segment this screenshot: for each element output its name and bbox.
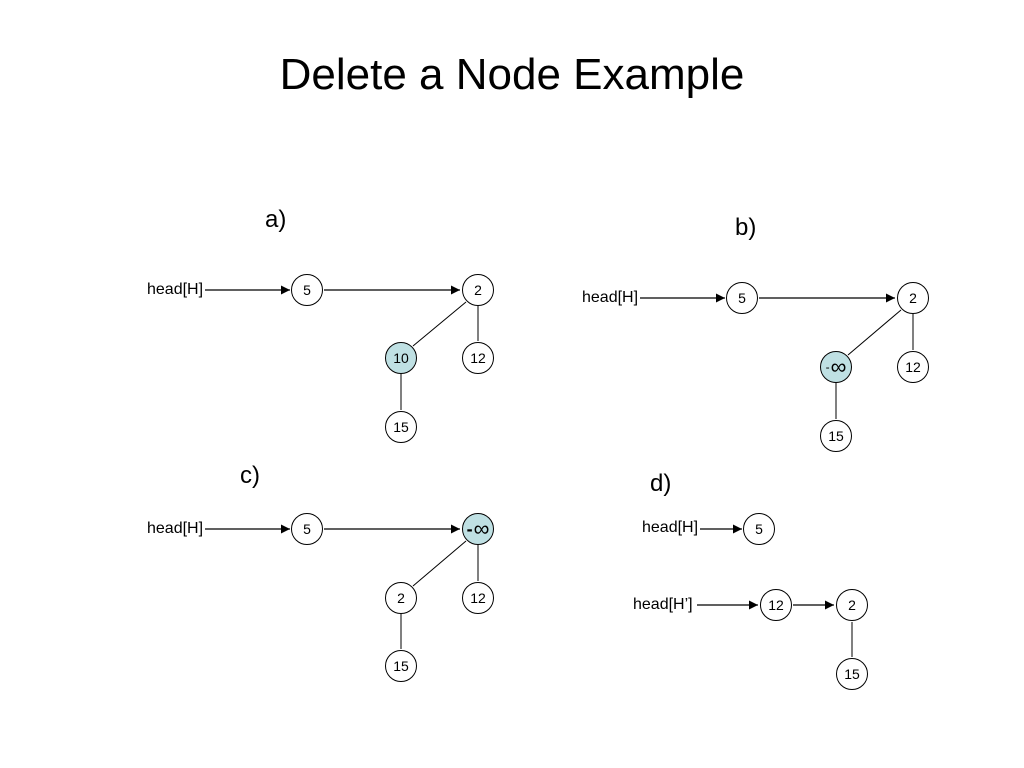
node-key: 2 xyxy=(474,282,482,298)
node-key: 5 xyxy=(755,521,763,537)
node-key: 12 xyxy=(905,359,921,375)
a-edge-2-10 xyxy=(412,301,467,347)
node-key: 12 xyxy=(470,590,486,606)
node-key: 15 xyxy=(393,658,409,674)
panel-c-node-neg-infinity-highlighted: -∞ xyxy=(462,513,494,545)
panel-b-node-15: 15 xyxy=(820,420,852,452)
panel-a-node-5: 5 xyxy=(291,274,323,306)
panel-d-head-label: head[H] xyxy=(642,519,699,536)
panel-b-head-label: head[H] xyxy=(582,289,639,306)
node-key: 10 xyxy=(393,350,409,366)
node-key: 2 xyxy=(397,590,405,606)
node-key: 15 xyxy=(393,419,409,435)
panel-c-node-5: 5 xyxy=(291,513,323,545)
infinity-symbol: ∞ xyxy=(473,516,490,541)
panel-c-node-2: 2 xyxy=(385,582,417,614)
panel-d-head-prime-label: head[H’] xyxy=(633,596,693,613)
panel-d-node-5: 5 xyxy=(743,513,775,545)
panel-b-node-12: 12 xyxy=(897,351,929,383)
node-key: 15 xyxy=(828,428,844,444)
minus-sign: - xyxy=(466,518,473,539)
c-edge-inf-2 xyxy=(412,540,467,587)
panel-a-node-10-highlighted: 10 xyxy=(385,342,417,374)
panel-a-node-15: 15 xyxy=(385,411,417,443)
panel-b-node-neg-infinity-highlighted: -∞ xyxy=(820,351,852,383)
node-key: 2 xyxy=(909,290,917,306)
panel-d-node-2: 2 xyxy=(836,589,868,621)
panel-d-node-12: 12 xyxy=(760,589,792,621)
slide-title: Delete a Node Example xyxy=(279,50,745,99)
panel-c-label: c) xyxy=(240,462,260,489)
panel-b-node-5: 5 xyxy=(726,282,758,314)
node-key: 2 xyxy=(848,597,856,613)
node-key: 5 xyxy=(738,290,746,306)
minus-sign: - xyxy=(825,360,830,374)
node-key: 12 xyxy=(768,597,784,613)
infinity-symbol: ∞ xyxy=(830,354,847,379)
b-edge-2-inf xyxy=(847,309,902,356)
panel-c-node-12: 12 xyxy=(462,582,494,614)
node-key: 12 xyxy=(470,350,486,366)
panel-a-node-2: 2 xyxy=(462,274,494,306)
panel-c-head-label: head[H] xyxy=(147,520,204,537)
panel-b-node-2: 2 xyxy=(897,282,929,314)
panel-c-node-15: 15 xyxy=(385,650,417,682)
node-key: 5 xyxy=(303,521,311,537)
panel-d-node-15: 15 xyxy=(836,658,868,690)
panel-a-head-label: head[H] xyxy=(147,281,204,298)
panel-a-node-12: 12 xyxy=(462,342,494,374)
node-key: 15 xyxy=(844,666,860,682)
panel-b-label: b) xyxy=(735,214,757,241)
panel-a-label: a) xyxy=(265,206,287,233)
node-key: 5 xyxy=(303,282,311,298)
panel-d-label: d) xyxy=(650,470,672,497)
